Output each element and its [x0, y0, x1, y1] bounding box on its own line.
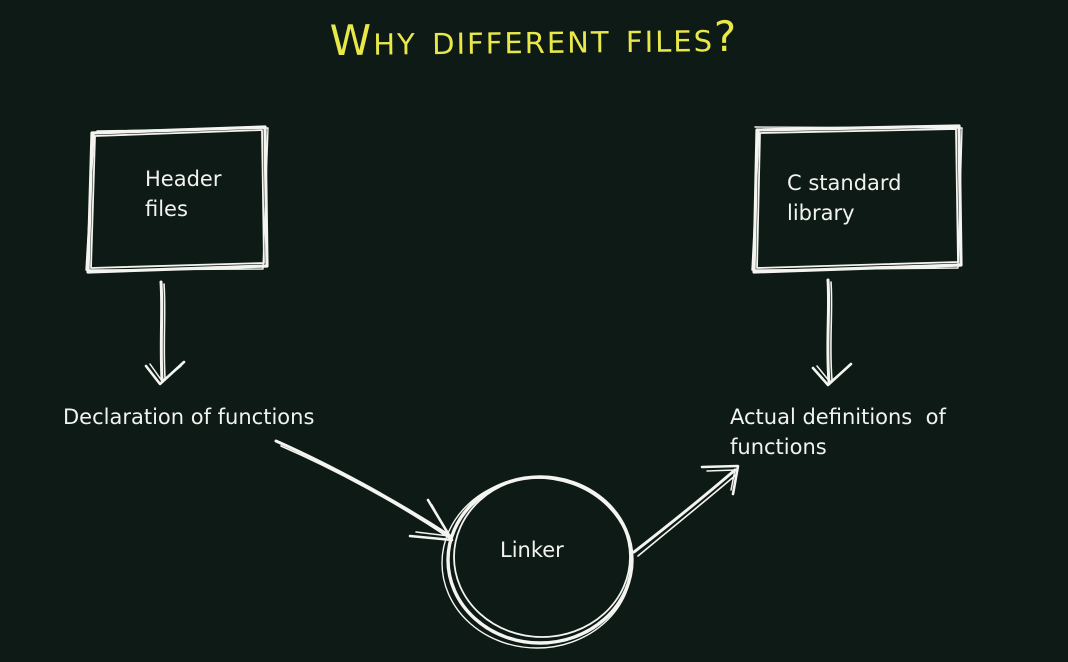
- declaration-label: Declaration of functions: [63, 405, 315, 429]
- definitions-line-1: Actual definitions of: [730, 405, 946, 429]
- header-files-box: [85, 125, 269, 274]
- definitions-line-2: functions: [730, 435, 827, 459]
- c-standard-library-line-1: C standard: [787, 171, 902, 195]
- header-files-line-2: files: [145, 197, 188, 221]
- definitions-label: Actual definitions of functions: [730, 402, 946, 462]
- arrow-header-to-declaration: [144, 280, 186, 386]
- c-standard-library-label: C standard library: [787, 168, 902, 228]
- c-standard-library-box: [751, 124, 963, 274]
- arrow-declaration-to-linker: [274, 439, 454, 542]
- header-files-label: Header files: [145, 164, 221, 224]
- arrow-linker-to-definitions: [632, 464, 740, 557]
- linker-label: Linker: [500, 538, 564, 562]
- header-files-line-1: Header: [145, 167, 222, 191]
- linker-circle: [441, 475, 634, 649]
- c-standard-library-line-2: library: [787, 201, 855, 225]
- arrow-library-to-definitions: [811, 278, 853, 387]
